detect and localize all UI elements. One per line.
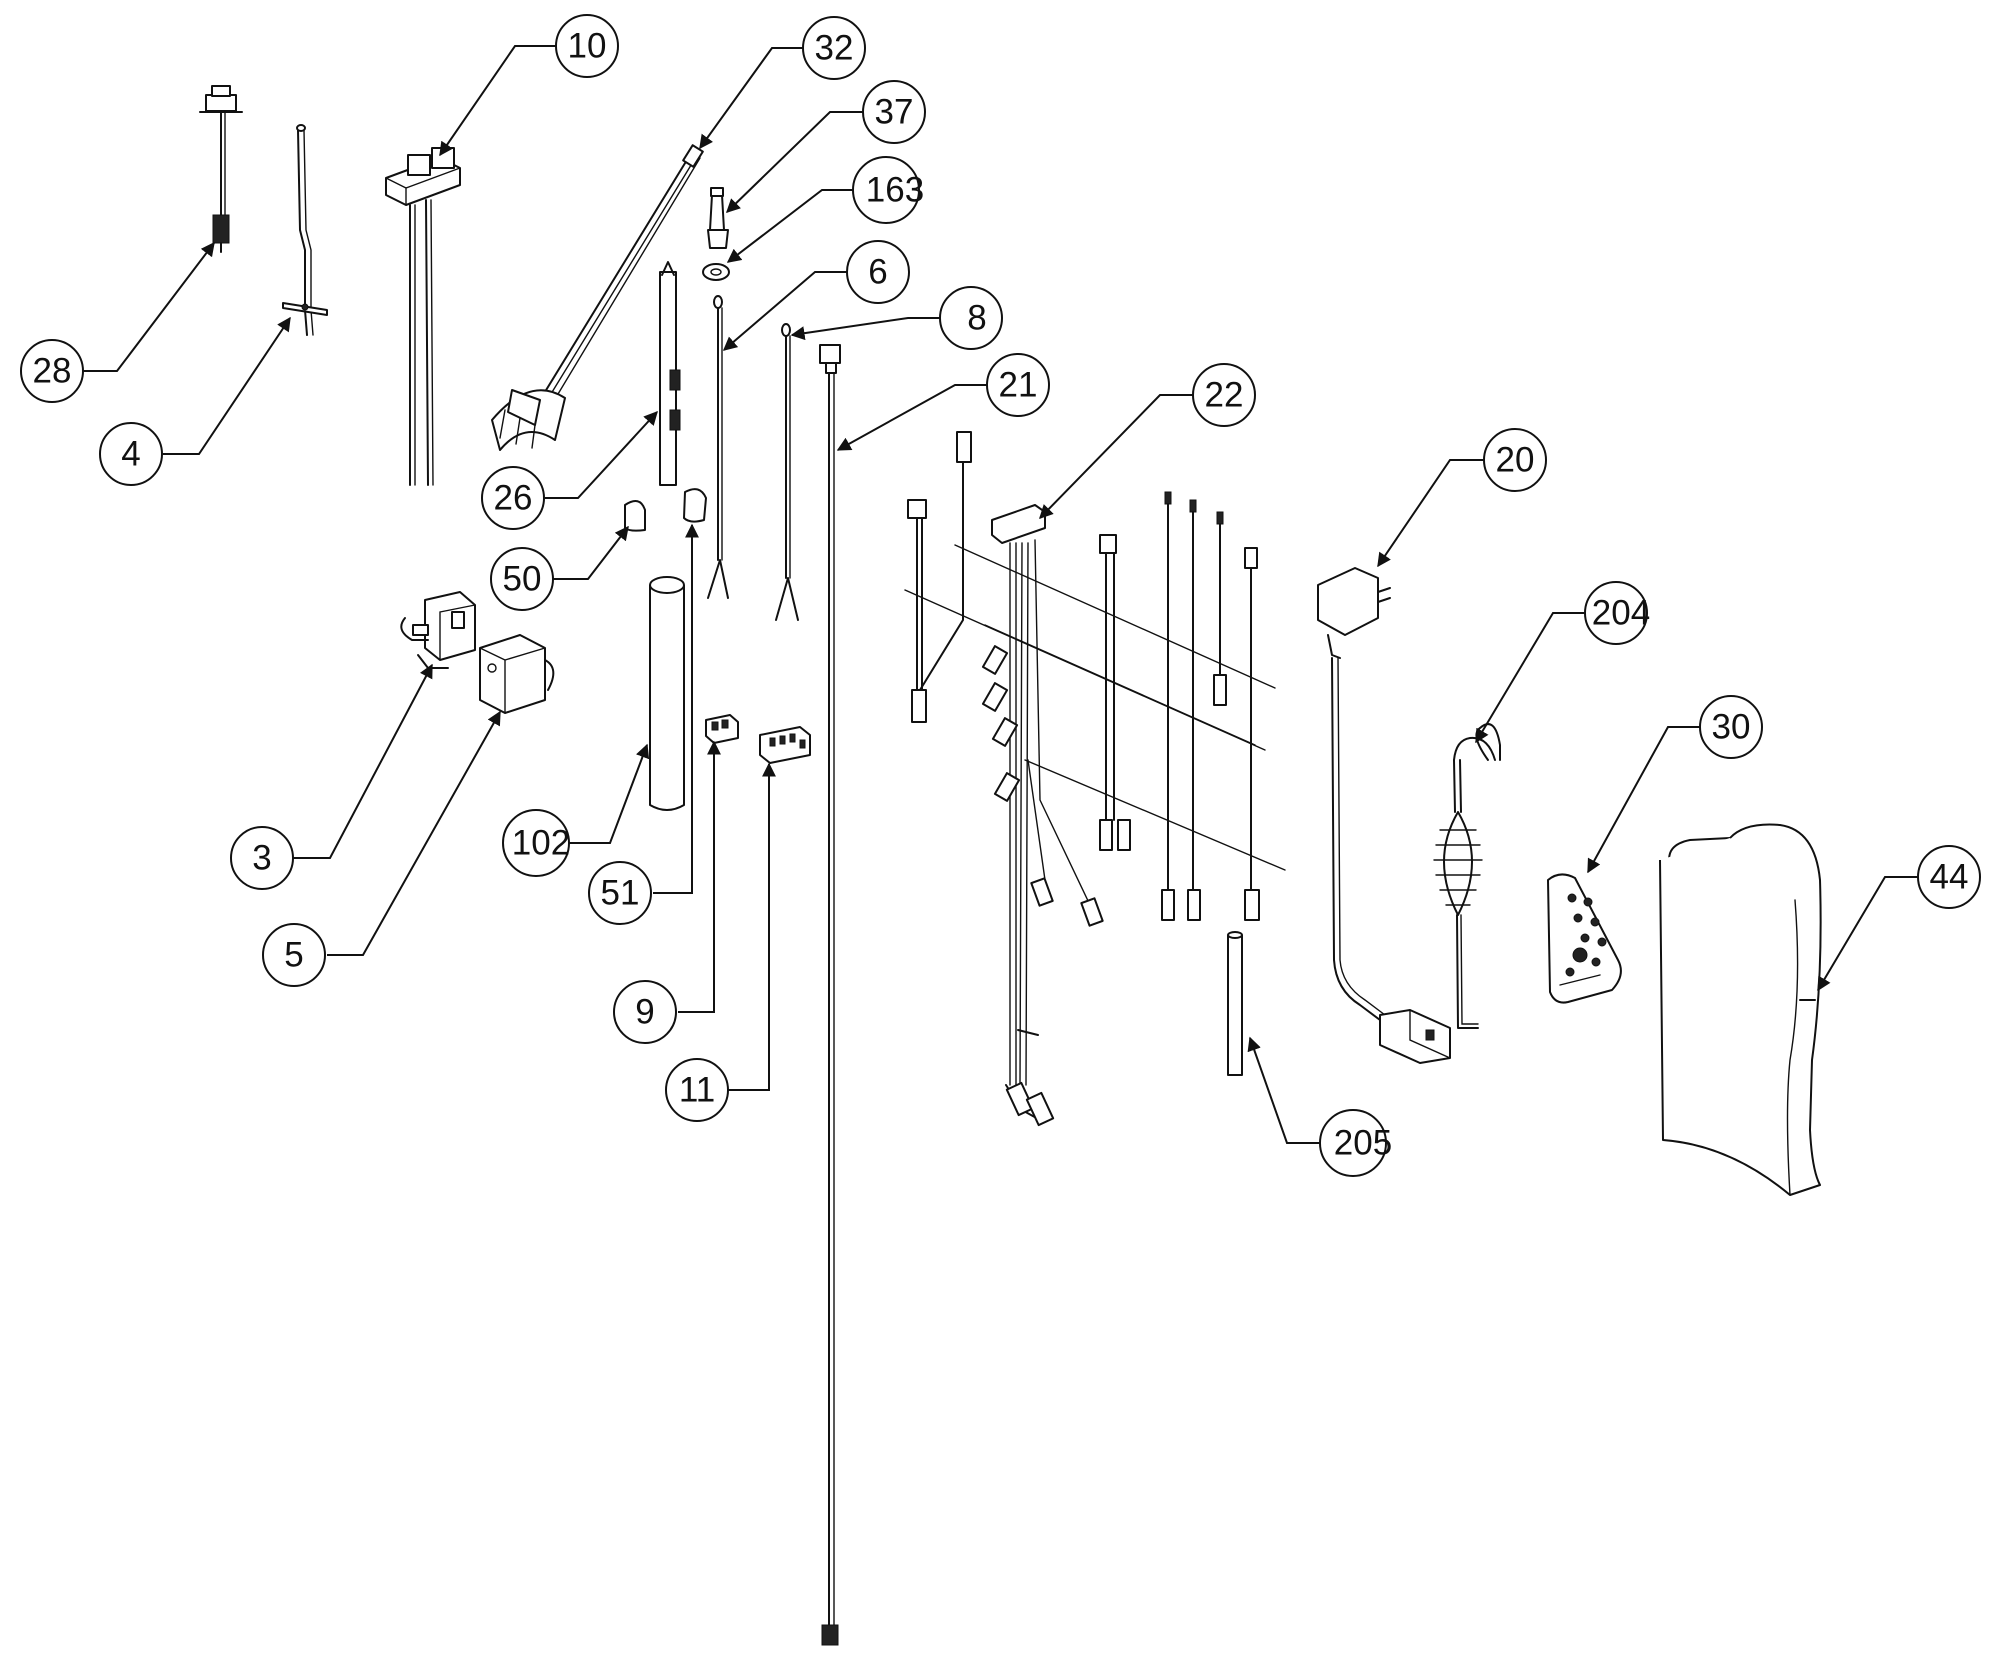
callout-label-205: 205 [1334, 1124, 1392, 1163]
callout-label-8: 8 [967, 299, 986, 338]
callout-label-11: 11 [679, 1071, 715, 1110]
callout-26: 26 [481, 466, 545, 530]
callout-label-28: 28 [33, 352, 72, 391]
callout-label-204: 204 [1592, 594, 1650, 633]
callout-label-5: 5 [284, 936, 303, 975]
part-30-remote [1547, 873, 1622, 1004]
part-102-sleeve [649, 576, 685, 811]
callout-30: 30 [1699, 695, 1763, 759]
callout-3: 3 [230, 826, 294, 890]
callout-label-30: 30 [1712, 708, 1751, 747]
callout-10: 10 [555, 14, 619, 78]
part-21-long-lead [819, 344, 841, 1646]
part-11-terminal-block [759, 726, 811, 764]
callout-22: 22 [1192, 363, 1256, 427]
part-9-connector [705, 714, 739, 744]
part-50-clip [624, 500, 646, 532]
part-10-sensor-block [385, 147, 461, 486]
callout-28: 28 [20, 339, 84, 403]
callout-label-51: 51 [601, 874, 640, 913]
callout-label-3: 3 [252, 839, 271, 878]
callout-label-10: 10 [568, 27, 607, 66]
part-44-panel [1659, 823, 1822, 1196]
callout-label-4: 4 [121, 435, 140, 474]
callout-9: 9 [613, 980, 677, 1044]
callout-label-44: 44 [1930, 858, 1969, 897]
part-37-valve-fitting [707, 187, 729, 249]
part-3-adapter [400, 591, 476, 669]
part-205-tube [1227, 931, 1243, 1076]
leader-lines [83, 45, 1918, 1144]
part-6-thermocouple [707, 295, 729, 599]
callout-44: 44 [1917, 845, 1981, 909]
callout-label-22: 22 [1205, 376, 1244, 415]
callout-label-102: 102 [512, 824, 570, 863]
callout-4: 4 [99, 422, 163, 486]
callout-label-20: 20 [1496, 441, 1535, 480]
part-20-power-cord [1317, 567, 1451, 1064]
callout-label-26: 26 [494, 479, 533, 518]
part-26-sensor-rod [659, 261, 681, 486]
callout-21: 21 [986, 353, 1050, 417]
callout-5: 5 [262, 923, 326, 987]
part-28-sensor-lead [199, 85, 243, 253]
callout-6: 6 [846, 240, 910, 304]
callout-32: 32 [802, 16, 866, 80]
part-5-relay [479, 634, 555, 714]
part-4-probe [282, 124, 328, 336]
part-22-wiring-harness [904, 431, 1286, 1127]
callout-204: 204 [1584, 581, 1650, 645]
callout-102: 102 [502, 809, 570, 877]
callout-label-32: 32 [815, 29, 854, 68]
callout-205: 205 [1319, 1109, 1392, 1177]
part-51-clip [683, 488, 707, 523]
callout-11: 11 [665, 1058, 729, 1122]
part-32-lead-with-clip [491, 144, 704, 451]
callout-label-163: 163 [866, 171, 924, 210]
callout-label-21: 21 [999, 366, 1038, 405]
callout-37: 37 [862, 80, 926, 144]
callout-label-37: 37 [875, 93, 914, 132]
part-204-hook-spring [1433, 723, 1501, 1029]
callout-8: 8 [939, 286, 1003, 350]
part-163-nut [702, 263, 730, 281]
part-8-thermocouple [775, 323, 799, 621]
callout-50: 50 [490, 547, 554, 611]
callout-20: 20 [1483, 428, 1547, 492]
callout-51: 51 [588, 861, 652, 925]
callout-label-6: 6 [868, 253, 887, 292]
callout-label-9: 9 [635, 993, 654, 1032]
callout-label-50: 50 [503, 560, 542, 599]
callout-163: 163 [852, 156, 924, 224]
